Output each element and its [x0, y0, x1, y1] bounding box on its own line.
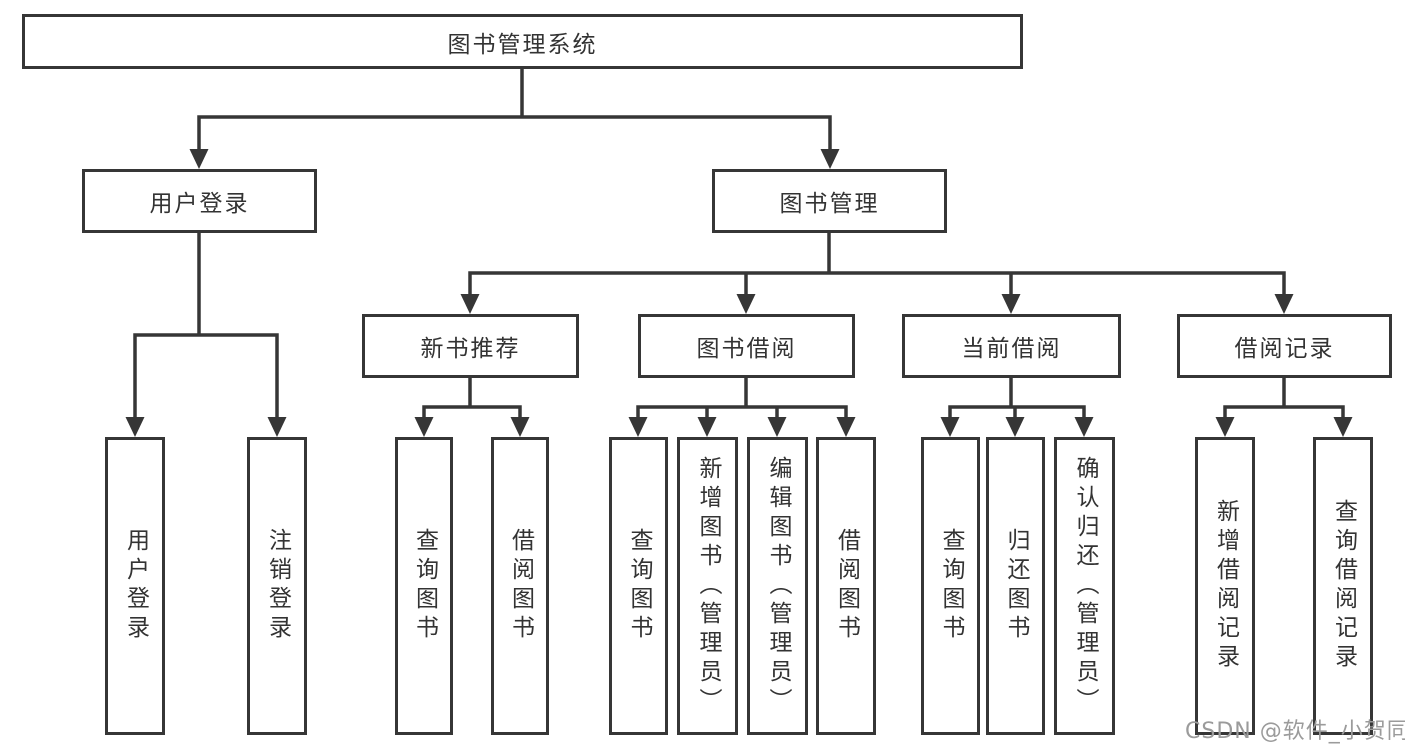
node-leaf-edit-books-admin: 编辑图书（管理员） — [747, 437, 808, 735]
arrowhead-down-icon — [1074, 417, 1094, 437]
node-new-book-recommend: 新书推荐 — [362, 314, 579, 378]
connector-line — [948, 378, 1086, 421]
node-leaf-query-books-recommend: 查询图书 — [395, 437, 453, 735]
node-leaf-query-books-borrowing: 查询图书 — [609, 437, 668, 735]
node-label: 查询图书 — [626, 528, 652, 644]
arrowhead-down-icon — [820, 149, 840, 169]
node-label: 新增借阅记录 — [1212, 499, 1239, 673]
node-leaf-add-borrow-record: 新增借阅记录 — [1195, 437, 1255, 735]
connector-line — [636, 378, 848, 421]
node-label: 当前借阅 — [961, 336, 1062, 362]
node-label: 用户登录 — [149, 191, 250, 217]
node-label: 借阅图书 — [833, 528, 860, 644]
node-label: 注销登录 — [264, 528, 291, 644]
arrowhead-down-icon — [414, 417, 434, 437]
connector-line — [1223, 378, 1345, 421]
node-label: 新增图书（管理员） — [695, 455, 721, 717]
csdn-watermark: CSDN @软件_小贺同学 — [1185, 719, 1405, 744]
node-label: 图书管理系统 — [447, 31, 598, 58]
arrowhead-down-icon — [1215, 417, 1235, 437]
node-label: 查询图书 — [411, 528, 438, 644]
arrowhead-down-icon — [267, 417, 287, 437]
node-label: 新书推荐 — [420, 336, 521, 362]
arrowhead-down-icon — [940, 417, 960, 437]
node-label: 归还图书 — [1003, 528, 1029, 644]
arrowhead-down-icon — [510, 417, 530, 437]
node-label: 查询图书 — [938, 528, 964, 644]
node-book-borrowing: 图书借阅 — [638, 314, 855, 378]
node-leaf-confirm-return-admin: 确认归还（管理员） — [1054, 437, 1115, 735]
connector-line — [422, 378, 522, 421]
node-library-system: 图书管理系统 — [22, 14, 1023, 69]
arrowhead-down-icon — [1005, 417, 1025, 437]
node-book-management: 图书管理 — [712, 169, 947, 233]
arrowhead-down-icon — [125, 417, 145, 437]
node-label: 编辑图书（管理员） — [765, 455, 791, 717]
arrowhead-down-icon — [697, 417, 717, 437]
connector-line — [133, 233, 279, 421]
node-leaf-add-books-admin: 新增图书（管理员） — [677, 437, 738, 735]
arrowhead-down-icon — [736, 294, 756, 314]
node-leaf-logout: 注销登录 — [247, 437, 307, 735]
node-label: 查询借阅记录 — [1330, 499, 1357, 673]
node-leaf-borrow-books-recommend: 借阅图书 — [491, 437, 549, 735]
arrowhead-down-icon — [1001, 294, 1021, 314]
arrowhead-down-icon — [460, 294, 480, 314]
node-leaf-query-borrow-record: 查询借阅记录 — [1313, 437, 1373, 735]
node-leaf-borrow-books-borrowing: 借阅图书 — [816, 437, 876, 735]
node-label: 借阅记录 — [1234, 336, 1335, 362]
node-label: 图书管理 — [779, 191, 880, 217]
arrowhead-down-icon — [836, 417, 856, 437]
arrowhead-down-icon — [628, 417, 648, 437]
arrowhead-down-icon — [1274, 294, 1294, 314]
arrowhead-down-icon — [767, 417, 787, 437]
node-borrowing-records: 借阅记录 — [1177, 314, 1392, 378]
node-label: 图书借阅 — [696, 336, 797, 362]
node-leaf-query-books-current: 查询图书 — [921, 437, 980, 735]
node-label: 确认归还（管理员） — [1072, 455, 1098, 717]
node-current-borrowing: 当前借阅 — [902, 314, 1121, 378]
node-user-login: 用户登录 — [82, 169, 317, 233]
connector-line — [468, 233, 1286, 298]
node-label: 用户登录 — [122, 528, 149, 644]
node-leaf-return-books: 归还图书 — [986, 437, 1045, 735]
arrowhead-down-icon — [189, 149, 209, 169]
arrowhead-down-icon — [1333, 417, 1353, 437]
node-leaf-user-login: 用户登录 — [105, 437, 165, 735]
node-label: 借阅图书 — [507, 528, 534, 644]
connector-line — [197, 69, 832, 153]
